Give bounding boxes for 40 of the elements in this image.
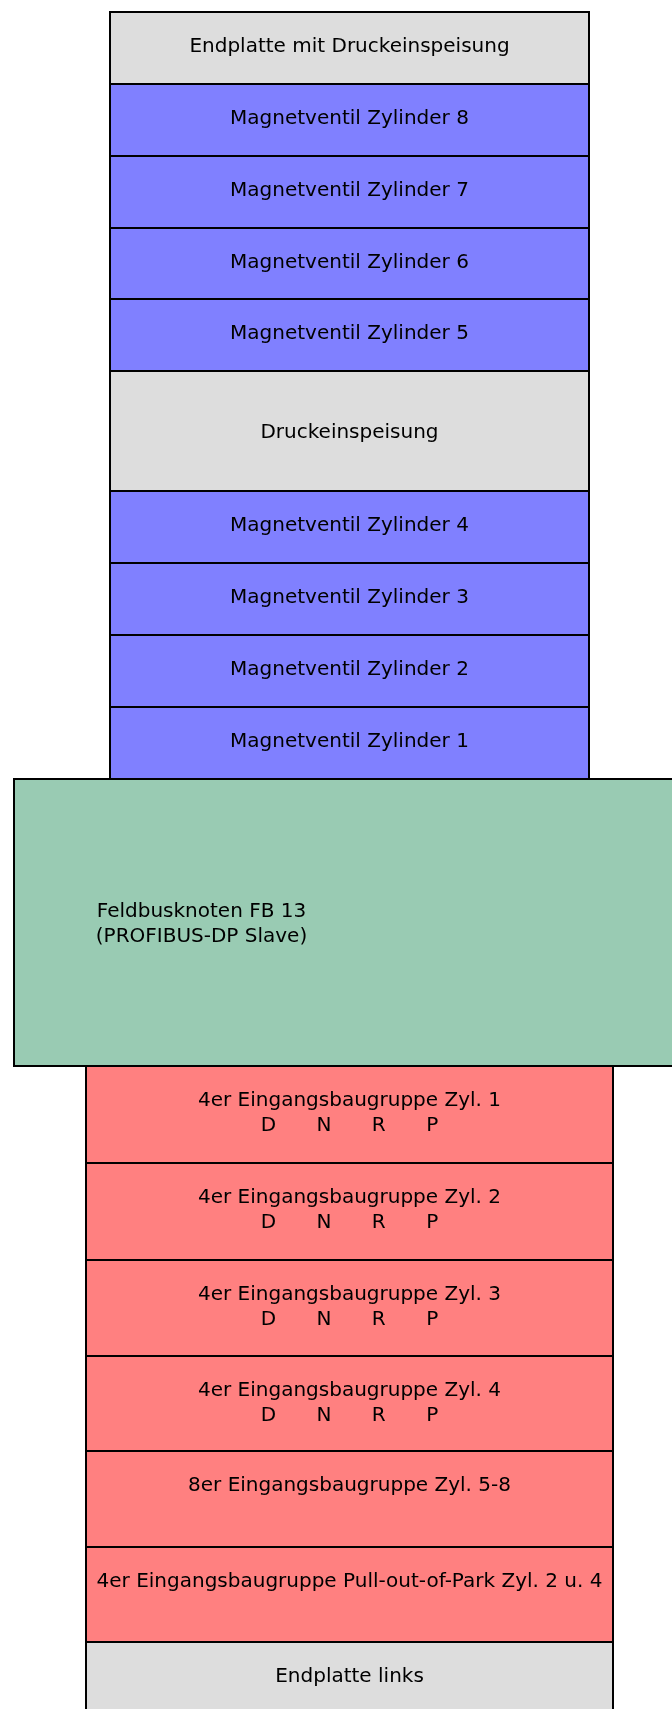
block-label: Magnetventil Zylinder 8	[230, 105, 469, 130]
signal-labels: D N R P	[260, 1209, 439, 1234]
input-module-block	[85, 1259, 614, 1357]
block-label: Feldbusknoten FB 13 (PROFIBUS-DP Slave)	[94, 897, 309, 948]
valve-block	[109, 706, 590, 780]
valve-block	[109, 298, 590, 372]
valve-block	[109, 227, 590, 300]
signal-labels: D N R P	[260, 1306, 439, 1331]
block-label: Druckeinspeisung	[260, 418, 439, 444]
valve-block	[109, 634, 590, 708]
block-label: 4er Eingangsbaugruppe Zyl. 4	[198, 1377, 501, 1402]
input-module-block	[85, 1450, 614, 1548]
signal-labels: D N R P	[260, 1112, 439, 1137]
block-label: 4er Eingangsbaugruppe Zyl. 2	[198, 1184, 501, 1209]
block-label: Magnetventil Zylinder 6	[230, 249, 469, 274]
valve-block	[109, 490, 590, 564]
block-label: Magnetventil Zylinder 2	[230, 656, 469, 681]
block-label: Endplatte links	[275, 1663, 424, 1688]
fieldbus-node-block	[13, 778, 672, 1067]
block-label: 4er Eingangsbaugruppe Zyl. 1	[198, 1087, 501, 1112]
block-label: Magnetventil Zylinder 7	[230, 177, 469, 202]
valve-block	[109, 155, 590, 229]
block-label: Magnetventil Zylinder 5	[230, 320, 469, 345]
input-module-block	[85, 1065, 614, 1164]
block-label: Magnetventil Zylinder 1	[230, 728, 469, 753]
signal-labels: D N R P	[260, 1402, 439, 1427]
block-label: Endplatte mit Druckeinspeisung	[189, 33, 510, 58]
input-module-block	[85, 1162, 614, 1261]
block-label: 8er Eingangsbaugruppe Zyl. 5-8	[188, 1472, 511, 1497]
valve-block	[109, 562, 590, 636]
input-module-block	[85, 1546, 614, 1643]
block-label: 4er Eingangsbaugruppe Zyl. 3	[198, 1281, 501, 1306]
input-module-block	[85, 1355, 614, 1452]
plate-block	[109, 370, 590, 492]
valve-block	[109, 83, 590, 157]
block-label: Magnetventil Zylinder 4	[230, 512, 469, 537]
plate-block	[85, 1641, 614, 1709]
plate-block	[109, 11, 590, 85]
block-label: Magnetventil Zylinder 3	[230, 584, 469, 609]
block-label: 4er Eingangsbaugruppe Pull-out-of-Park Zyl. 2 u. 4	[96, 1568, 603, 1593]
